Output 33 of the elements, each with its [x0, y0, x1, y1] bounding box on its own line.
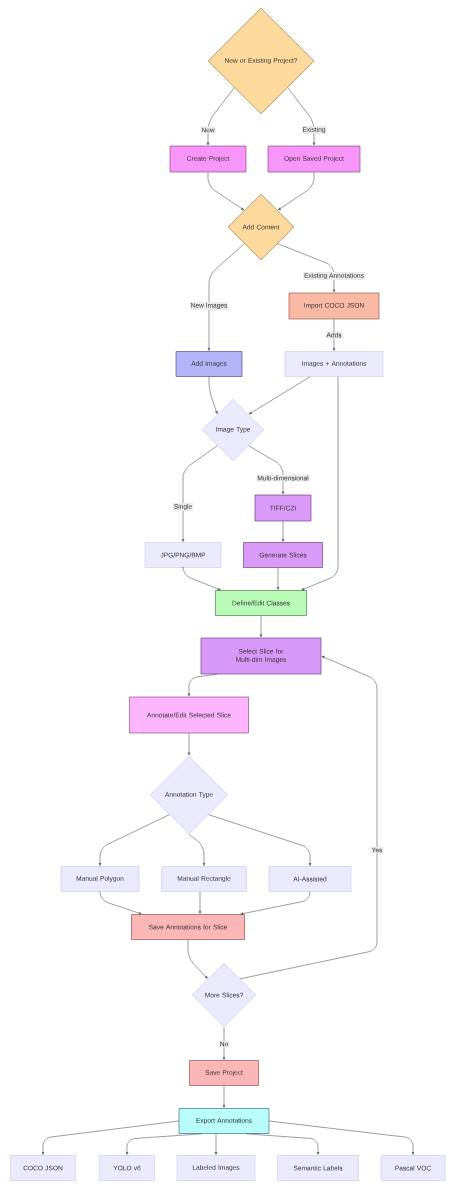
arrow: [182, 566, 221, 591]
arrow: [239, 656, 378, 980]
arrow: [181, 445, 218, 542]
arrow: [125, 1133, 203, 1155]
arrow: [207, 172, 245, 211]
arrow: [206, 87, 235, 146]
arrow: [245, 1133, 320, 1155]
arrow: [99, 891, 142, 915]
arrow: [188, 834, 206, 866]
arrow: [98, 814, 170, 866]
arrow: [187, 674, 218, 697]
arrow: [281, 521, 285, 542]
arrow: [332, 319, 336, 351]
arrow: [277, 172, 315, 211]
arrow: [208, 376, 218, 414]
arrow: [248, 445, 285, 495]
arrow: [277, 243, 336, 293]
arrow: [269, 1120, 415, 1155]
arrow: [301, 376, 339, 591]
arrow: [41, 1120, 179, 1155]
arrow: [207, 243, 245, 351]
arrow: [208, 814, 312, 866]
arrow: [259, 615, 263, 638]
arrow: [187, 733, 191, 756]
arrow: [187, 939, 208, 979]
arrow: [198, 891, 202, 914]
arrow: [214, 1133, 218, 1155]
arrow: [276, 567, 280, 590]
arrow: [222, 1027, 226, 1060]
arrow: [222, 1085, 226, 1108]
arrow: [287, 87, 316, 146]
arrow: [249, 376, 311, 415]
arrow: [240, 891, 311, 915]
